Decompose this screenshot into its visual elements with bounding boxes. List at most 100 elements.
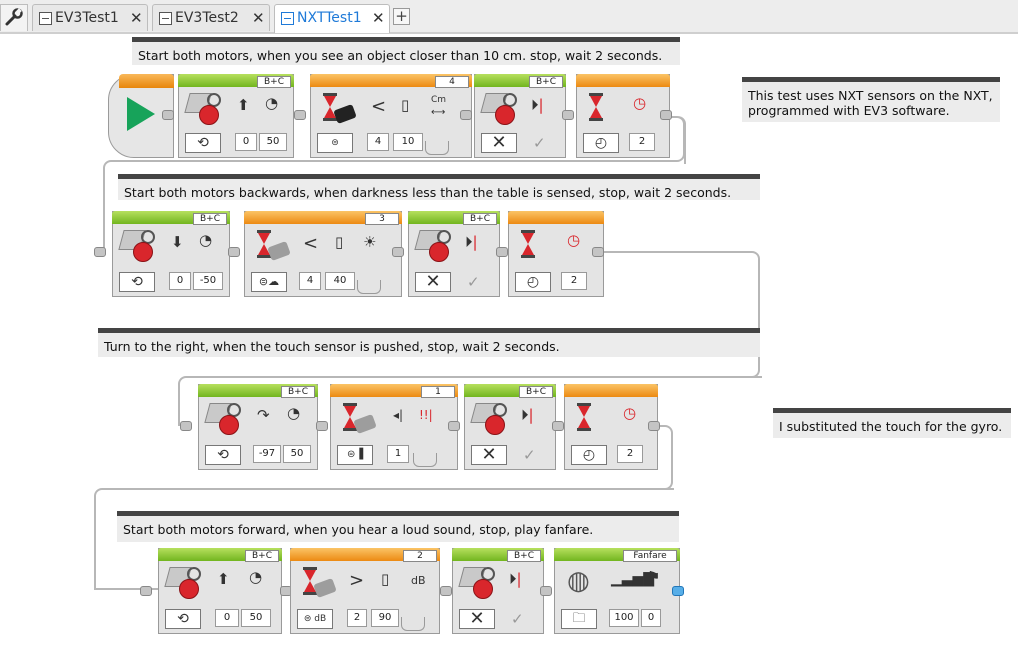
compare-operator[interactable]: > [349,570,365,591]
sequence-plug [660,110,672,120]
wait-sound-block[interactable]: 2 > ▯ dB ⊜ dB 2 90 [290,548,440,634]
port-label[interactable]: 2 [403,550,437,562]
threshold-value[interactable]: 40 [325,272,355,290]
mode-selector[interactable]: ⟲ [119,272,155,292]
mode-selector[interactable]: ⟲ [205,445,241,465]
power-value[interactable]: 50 [259,133,287,151]
close-icon[interactable]: ✕ [252,9,265,27]
compare-operator[interactable]: < [371,96,387,117]
state-value[interactable]: 1 [387,445,409,463]
port-label[interactable]: B+C [245,550,279,562]
steering-value[interactable]: 0 [235,133,257,151]
brake-check-icon[interactable]: ✓ [467,273,480,291]
steering-value[interactable]: 0 [215,609,239,627]
mode-selector[interactable]: ◴ [515,272,551,292]
move-steering-block[interactable]: B+C ⬆ ◔ ⟲ 0 50 [178,74,294,158]
comment-row-2[interactable]: Start both motors backwards, when darkne… [118,174,760,200]
comment-row-1[interactable]: Start both motors, when you see an objec… [132,37,680,65]
port-label[interactable]: B+C [463,213,497,225]
stop-icon[interactable]: ✕ [459,609,495,629]
tab-ev3test2[interactable]: EV3Test2 ✕ [152,4,270,31]
tools-tab[interactable] [0,4,28,31]
mode-selector[interactable]: ⟲ [185,133,221,153]
port-label[interactable]: B+C [193,213,227,225]
sequence-plug [460,110,472,120]
port-label[interactable]: B+C [507,550,541,562]
tab-ev3test1[interactable]: EV3Test1 ✕ [32,4,148,31]
mode-selector[interactable]: ⟲ [165,609,201,629]
comment-row-3[interactable]: Turn to the right, when the touch sensor… [98,328,760,357]
power-value[interactable]: 50 [283,445,311,463]
program-tab-icon [39,12,52,25]
port-label[interactable]: 1 [421,386,455,398]
port-label[interactable]: 4 [435,76,469,88]
threshold-value[interactable]: 90 [371,609,399,627]
mode-selector[interactable]: ◴ [583,133,619,153]
brake-check-icon[interactable]: ✓ [511,610,524,628]
speaker-icon: ◍ [567,566,590,596]
wait-timer-block[interactable]: ◷ ◴ 2 [576,74,670,158]
mode-selector[interactable]: ⊜ [317,133,353,153]
port-label[interactable]: 3 [365,213,399,225]
close-icon[interactable]: ✕ [130,9,143,27]
comment-row-4[interactable]: Start both motors forward, when you hear… [117,511,679,542]
volume-value[interactable]: 100 [609,609,639,627]
move-steering-off-block[interactable]: B+C ⏵| ✕ ✓ [408,211,500,297]
wait-timer-block[interactable]: ◷ ◴ 2 [564,384,658,470]
sound-file-name[interactable]: Fanfare [623,550,677,562]
sound-block[interactable]: Fanfare ◍ ▁▃▅▇ ⚑ 🗀 100 0 [554,548,680,634]
add-tab-button[interactable]: + [393,8,410,25]
stop-icon[interactable]: ✕ [481,133,517,153]
tab-nxttest1[interactable]: NXTTest1 ✕ [274,4,390,33]
move-steering-off-block[interactable]: B+C ⏵| ✕ ✓ [474,74,566,158]
port-label[interactable]: B+C [257,76,291,88]
sequence-plug [94,247,106,257]
seconds-value[interactable]: 2 [617,445,643,463]
move-steering-block[interactable]: B+C ↷ ◔ ⟲ -97 50 [198,384,318,470]
steering-value[interactable]: 0 [169,272,191,290]
sequence-plug [496,247,508,257]
power-value[interactable]: 50 [241,609,271,627]
play-type-value[interactable]: 0 [641,609,661,627]
move-steering-block[interactable]: B+C ⬇ ◔ ⟲ 0 -50 [112,211,230,297]
wait-ultrasonic-block[interactable]: 4 < ▯ Cm ⟷ ⊜ 4 10 [310,74,472,158]
sequence-end-plug[interactable] [672,586,684,596]
mode-selector[interactable]: ⊜☁ [251,272,287,292]
folder-icon[interactable]: 🗀 [561,609,597,629]
threshold-value[interactable]: 10 [393,133,423,151]
comment-side-2[interactable]: I substituted the touch for the gyro. [773,408,1011,438]
wait-light-block[interactable]: 3 < ▯ ☀ ⊜☁ 4 40 [244,211,402,297]
sequence-plug [316,421,328,431]
mode-selector[interactable]: ⊜ dB [297,609,333,629]
arrow-down-icon: ⬇ [171,233,184,251]
move-steering-off-block[interactable]: B+C ⏵| ✕ ✓ [464,384,556,470]
steering-motor-icon [184,93,221,125]
power-value[interactable]: -50 [193,272,223,290]
move-steering-off-block[interactable]: B+C ⏵| ✕ ✓ [452,548,544,634]
port-label[interactable]: B+C [519,386,553,398]
compare-type-value[interactable]: 4 [367,133,389,151]
brake-check-icon[interactable]: ✓ [523,446,536,464]
compare-type-value[interactable]: 2 [347,609,367,627]
mode-selector[interactable]: ◴ [571,445,607,465]
close-icon[interactable]: ✕ [372,9,385,27]
brake-check-icon[interactable]: ✓ [533,134,546,152]
seconds-value[interactable]: 2 [561,272,587,290]
sequence-plug [440,586,452,596]
port-label[interactable]: B+C [281,386,315,398]
wait-timer-block[interactable]: ◷ ◴ 2 [508,211,604,297]
stop-icon[interactable]: ✕ [471,445,507,465]
mode-selector[interactable]: ⊜▐ [337,445,373,465]
seconds-value[interactable]: 2 [629,133,655,151]
comment-side-1[interactable]: This test uses NXT sensors on the NXT, p… [742,77,1000,122]
stop-icon[interactable]: ✕ [415,272,451,292]
steering-motor-icon [458,567,495,599]
hourglass-icon [521,230,535,260]
port-label[interactable]: B+C [529,76,563,88]
move-steering-block[interactable]: B+C ⬆ ◔ ⟲ 0 50 [158,548,282,634]
steering-value[interactable]: -97 [253,445,281,463]
compare-type-value[interactable]: 4 [299,272,321,290]
wait-touch-block[interactable]: 1 ◂| !!| ⊜▐ 1 [330,384,458,470]
compare-operator[interactable]: < [303,233,319,254]
hourglass-icon [257,230,271,260]
